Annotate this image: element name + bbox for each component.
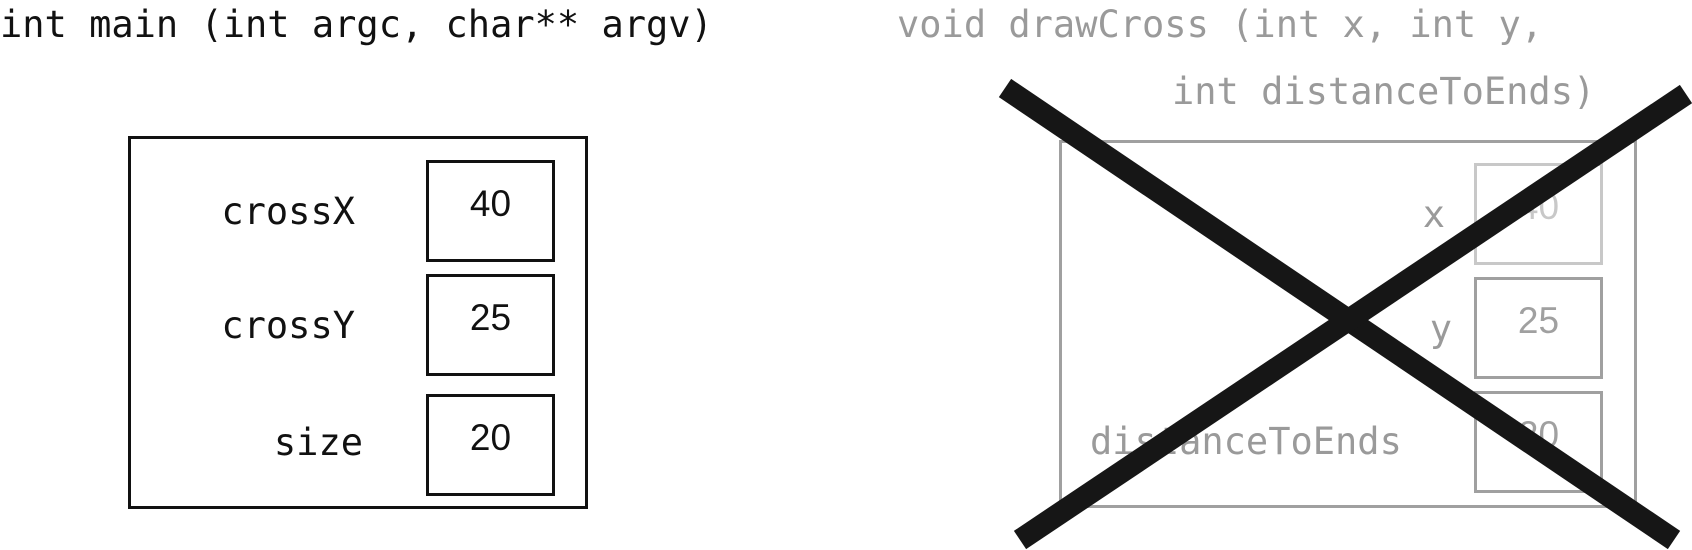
main-stack-frame: [128, 136, 588, 509]
variable-value-size: 20: [426, 394, 555, 496]
drawcross-stack-frame: [1059, 140, 1637, 508]
variable-value-crossX: 40: [426, 160, 555, 262]
variable-label-x: x: [1422, 193, 1445, 236]
main-signature: int main (int argc, char** argv): [0, 3, 713, 46]
drawcross-signature-line1: void drawCross (int x, int y,: [897, 3, 1544, 46]
variable-label-crossY: crossY: [221, 304, 355, 347]
variable-value-crossY: 25: [426, 274, 555, 376]
drawcross-signature-line2: int distanceToEnds): [1172, 70, 1596, 113]
variable-label-y: y: [1429, 307, 1452, 350]
variable-label-crossX: crossX: [221, 190, 355, 233]
cross-stroke-up: [1013, 84, 1692, 550]
variable-value-y: 25: [1474, 277, 1603, 379]
variable-label-size: size: [273, 421, 363, 464]
